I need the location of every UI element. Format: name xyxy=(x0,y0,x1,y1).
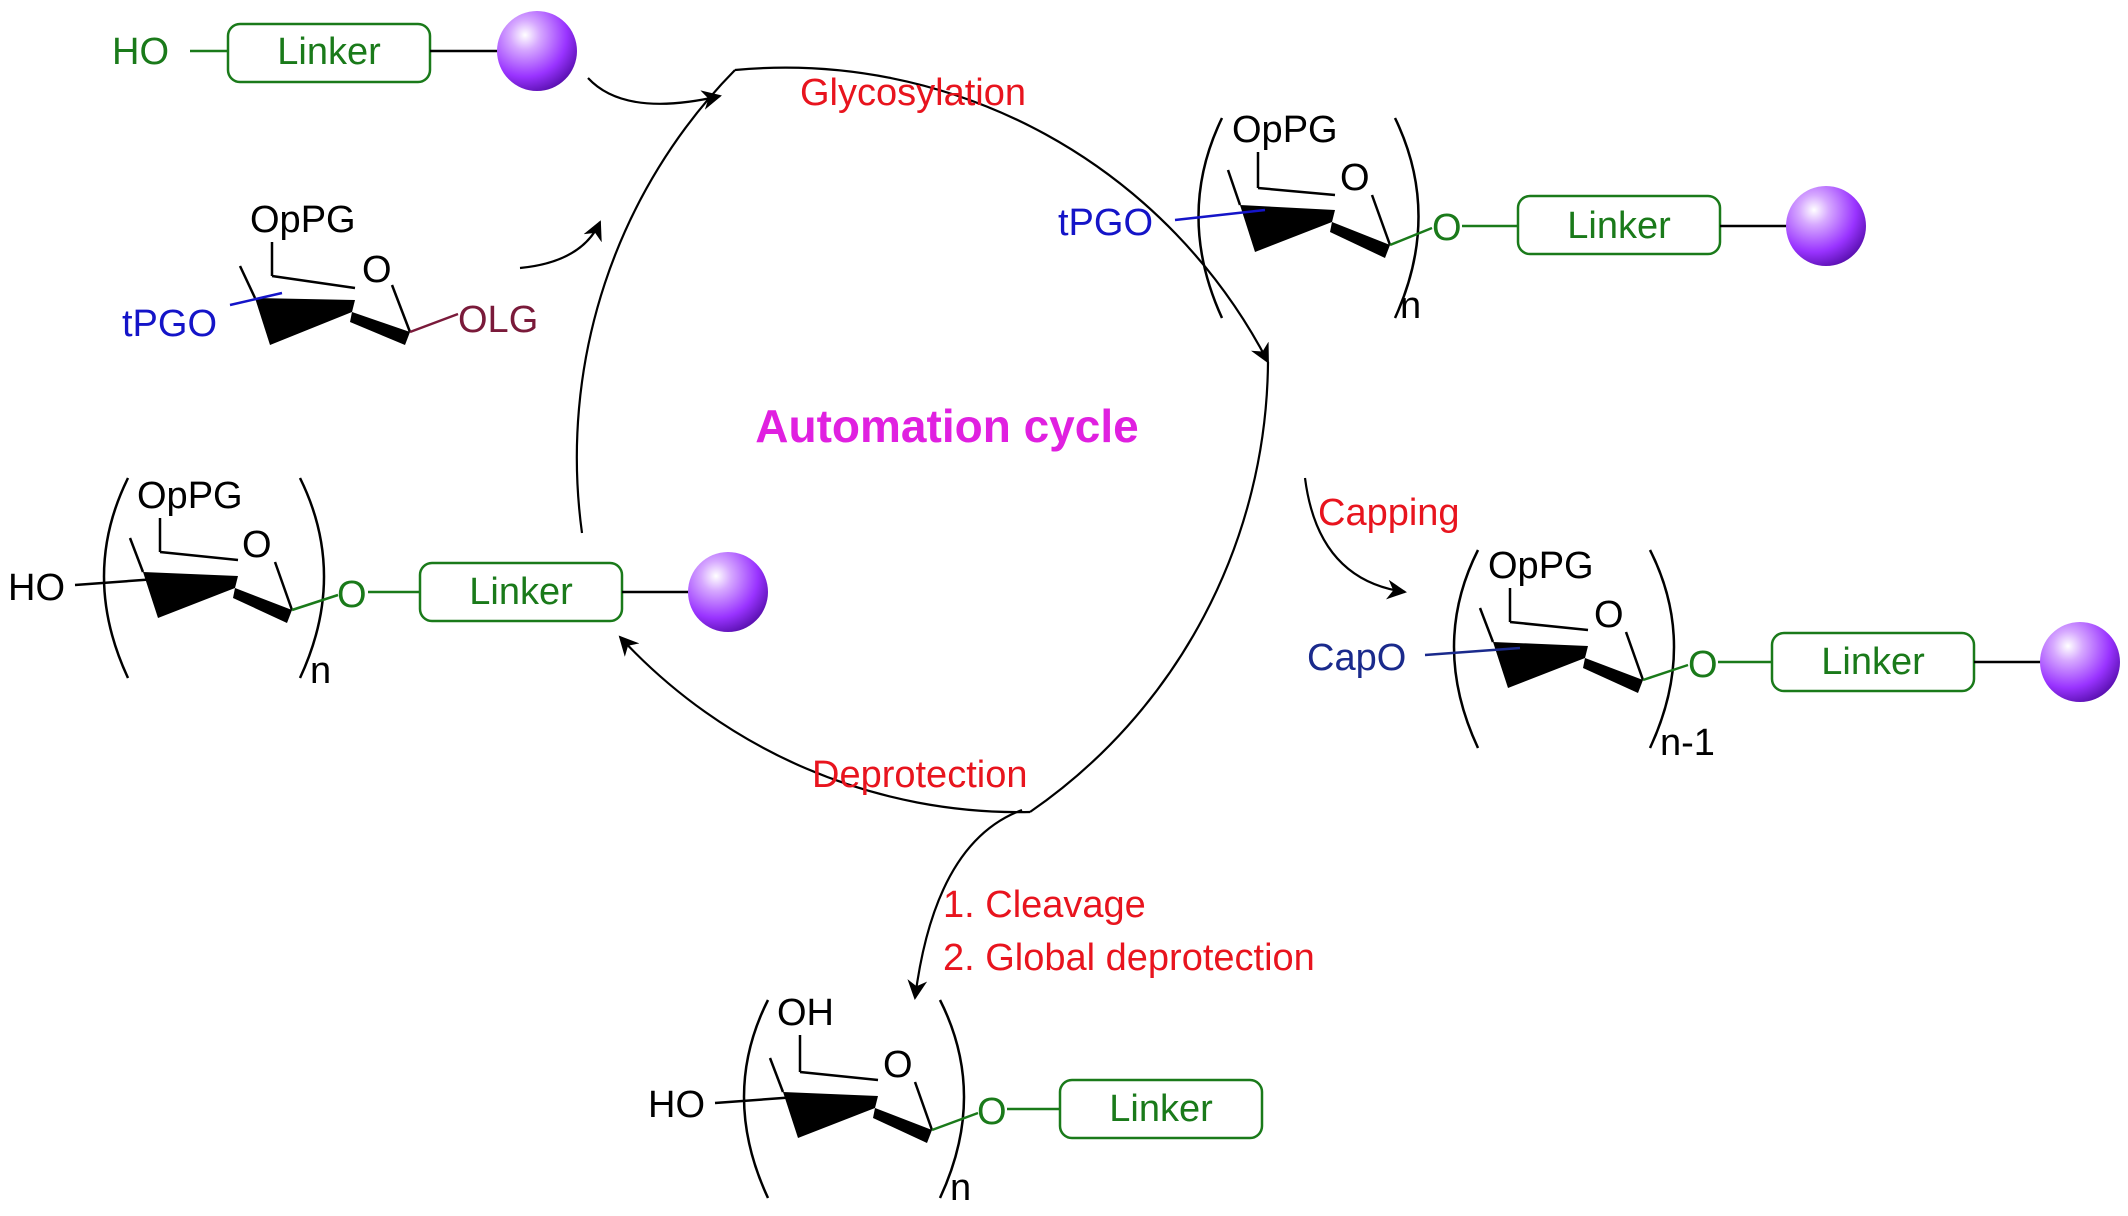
capped-top-label: OpPG xyxy=(1488,545,1594,587)
arrow-resin-to-cycle xyxy=(587,77,722,110)
cycle-title: Automation cycle xyxy=(755,400,1138,452)
deprot-n-label: n xyxy=(310,650,331,692)
resin-bead xyxy=(688,552,768,632)
glycosylated-resin: OpPG O tPGO O Linker n xyxy=(1058,109,1866,327)
product-ho-label: HO xyxy=(648,1084,705,1126)
donor-olg-label: OLG xyxy=(458,299,538,341)
capped-link-o: O xyxy=(1688,644,1718,686)
product-n-label: n xyxy=(950,1167,971,1209)
product-link-o: O xyxy=(977,1091,1007,1133)
capped-resin: OpPG O CapO O Linker n-1 xyxy=(1307,545,2120,764)
arrow-to-cleavage xyxy=(907,808,1023,1000)
deprot-linker-label: Linker xyxy=(469,571,573,613)
glyco-top-label: OpPG xyxy=(1232,109,1338,151)
capped-linker-label: Linker xyxy=(1821,641,1925,683)
glycosyl-donor: OpPG O tPGO OLG xyxy=(122,199,538,345)
step-capping-label: Capping xyxy=(1318,492,1460,534)
final-product: OH O HO O Linker n xyxy=(648,992,1264,1209)
product-linker-box xyxy=(1058,1078,1264,1140)
resin-bead xyxy=(1786,186,1866,266)
donor-ring-o: O xyxy=(362,249,392,291)
step-glycosylation-label: Glycosylation xyxy=(800,72,1026,114)
step-deprotection-label: Deprotection xyxy=(812,754,1027,796)
capped-n-label: n-1 xyxy=(1660,722,1715,764)
start-linker-label: Linker xyxy=(277,31,381,73)
donor-top-label: OpPG xyxy=(250,199,356,241)
step-cleavage-label: 1. Cleavage xyxy=(943,884,1146,926)
start-linker-box xyxy=(226,22,432,84)
resin-bead xyxy=(2040,622,2120,702)
capped-capo-label: CapO xyxy=(1307,637,1406,679)
product-linker-label: Linker xyxy=(1109,1088,1213,1130)
step-global-deprotection-label: 2. Global deprotection xyxy=(943,937,1315,979)
glyco-n-label: n xyxy=(1400,285,1421,327)
glyco-link-o: O xyxy=(1432,207,1462,249)
deprot-ho-label: HO xyxy=(8,567,65,609)
glyco-tpgo-label: tPGO xyxy=(1058,202,1153,244)
deprot-link-o: O xyxy=(337,574,367,616)
glyco-linker-label: Linker xyxy=(1567,205,1671,247)
arrow-donor-to-cycle xyxy=(519,220,602,270)
cycle-circle xyxy=(575,66,1270,814)
start-ho-label: HO xyxy=(112,31,169,73)
capped-ring-o: O xyxy=(1594,594,1624,636)
product-top-label: OH xyxy=(777,992,834,1034)
glyco-ring-o: O xyxy=(1340,157,1370,199)
deprotected-resin: OpPG O HO O Linker n xyxy=(8,475,768,692)
donor-tpgo-label: tPGO xyxy=(122,303,217,345)
start-resin: HO Linker xyxy=(112,11,577,91)
deprot-top-label: OpPG xyxy=(137,475,243,517)
deprot-ring-o: O xyxy=(242,524,272,566)
arrow-to-capping xyxy=(1303,477,1407,600)
resin-bead xyxy=(497,11,577,91)
product-ring-o: O xyxy=(883,1044,913,1086)
